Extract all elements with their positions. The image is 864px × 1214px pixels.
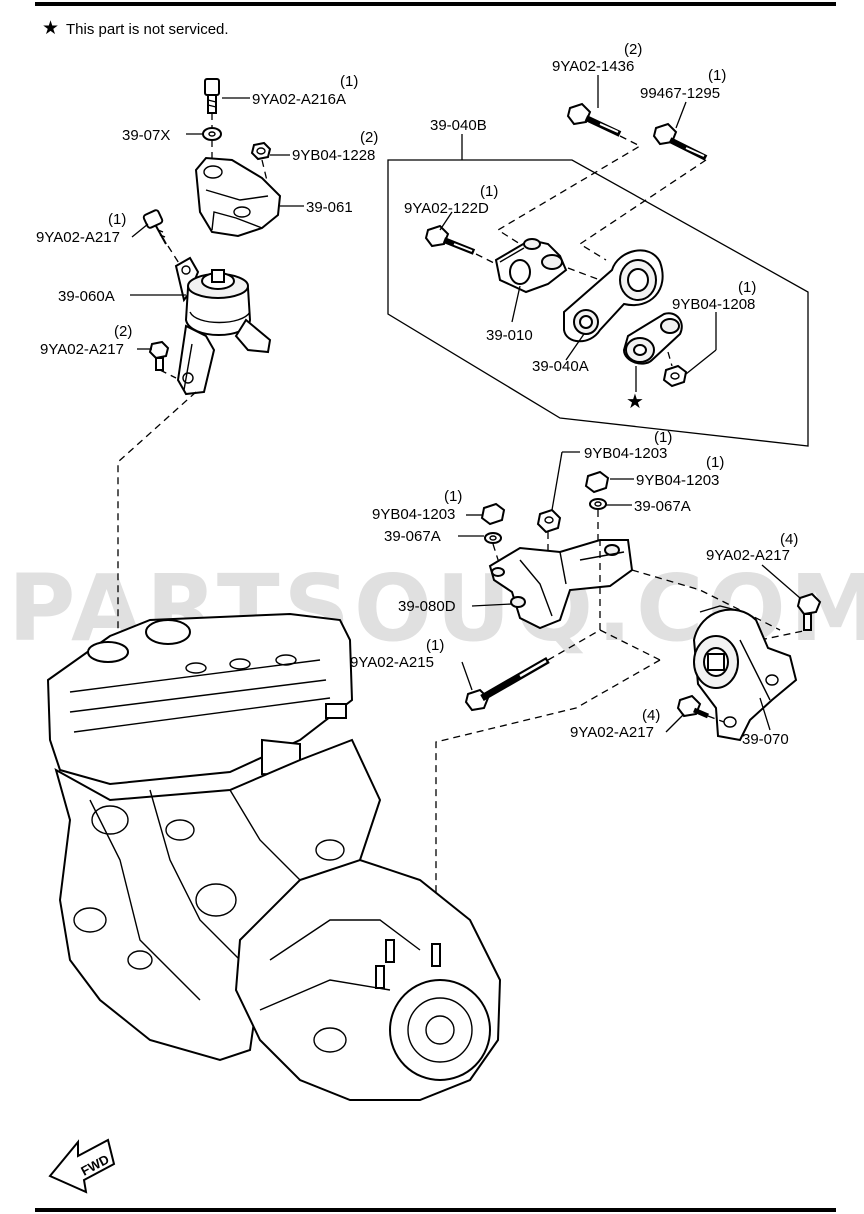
- callout-qty: (1): [340, 73, 358, 90]
- callout-part-code: 39-07X: [122, 127, 170, 144]
- engine-block-illustration: [46, 612, 502, 1101]
- leader-lines: [130, 75, 801, 733]
- callout-qty: (4): [642, 707, 660, 724]
- center-bracket-assembly: [464, 470, 781, 712]
- callout-qty: (1): [444, 488, 462, 505]
- callout-qty: (1): [480, 183, 498, 200]
- callout-part-code: 9YA02-A215: [350, 654, 434, 671]
- bolt-99467-1295: [652, 122, 708, 161]
- callout-qty: (1): [738, 279, 756, 296]
- callout-qty: (2): [114, 323, 132, 340]
- bolt-9ya02-a217-right-lower: [676, 694, 709, 719]
- callout-part-code: 9YA02-A217: [36, 229, 120, 246]
- note-text: This part is not serviced.: [66, 21, 229, 38]
- callout-part-code: 39-070: [742, 731, 789, 748]
- torque-rod-group-outline: [387, 159, 809, 447]
- callout-part-code: 39-080D: [398, 598, 456, 615]
- callout-part-code: 9YA02-A216A: [252, 91, 346, 108]
- callout-part-code: 9YA02-A217: [570, 724, 654, 741]
- callout-qty: (1): [654, 429, 672, 446]
- right-mount-assembly: [435, 592, 822, 960]
- callout-qty: (4): [780, 531, 798, 548]
- nut-9yb04-1228: [250, 141, 272, 161]
- torque-rod-group-39-040b: ★: [387, 102, 809, 447]
- callout-part-code: 39-061: [306, 199, 353, 216]
- callout-part-code: 39-060A: [58, 288, 115, 305]
- bushing-not-serviced: [622, 312, 683, 365]
- note-star-icon: ★: [42, 18, 59, 39]
- callout-part-code: 9YA02-122D: [404, 200, 489, 217]
- mount-39-060a: [174, 256, 272, 396]
- bolt-9ya02-a217-left-lower: [148, 340, 170, 371]
- nut-9yb04-1203-right: [584, 470, 610, 494]
- bolt-9ya02-a217-left-upper: [142, 209, 167, 245]
- callout-labels: (1) 9YA02-A216A 39-07X (2) 9YB04-1228 39…: [36, 41, 798, 748]
- callout-part-code: 9YA02-A217: [40, 341, 124, 358]
- washer-39-067a-right: [589, 498, 607, 510]
- callout-qty: (2): [624, 41, 642, 58]
- fwd-arrow-icon: FWD: [48, 1138, 116, 1194]
- bolt-9ya02-a215: [464, 656, 550, 712]
- callout-part-code: 39-040A: [532, 358, 589, 375]
- callout-part-code: 9YB04-1208: [672, 296, 755, 313]
- callout-qty: (1): [108, 211, 126, 228]
- callout-part-code: 39-010: [486, 327, 533, 344]
- bolt-9ya02-122d: [424, 224, 476, 255]
- bolt-9ya02-a216a: [204, 78, 220, 114]
- nut-9yb04-1203-left: [480, 502, 506, 526]
- callout-part-code: 39-040B: [430, 117, 487, 134]
- callout-qty: (1): [708, 67, 726, 84]
- washer-39-07x: [202, 127, 222, 141]
- bolt-9ya02-1436: [566, 102, 622, 137]
- nut-9yb04-1203-center: [536, 508, 562, 534]
- nut-9yb04-1208: [662, 364, 688, 388]
- washer-39-067a-left: [484, 532, 502, 544]
- callout-part-code: 9YB04-1203: [584, 445, 667, 462]
- bracket-39-061: [194, 156, 282, 238]
- callout-part-code: 9YB04-1203: [636, 472, 719, 489]
- callout-part-code: 9YA02-1436: [552, 58, 634, 75]
- callout-qty: (1): [706, 454, 724, 471]
- bracket-39-080d: [488, 539, 634, 630]
- left-mount-assembly: [117, 78, 282, 630]
- mount-39-070: [692, 605, 798, 742]
- callout-part-code: 39-067A: [634, 498, 691, 515]
- callout-part-code: 9YB04-1203: [372, 506, 455, 523]
- not-serviced-star-icon: ★: [626, 391, 644, 413]
- callout-part-code: 9YA02-A217: [706, 547, 790, 564]
- callout-qty: (2): [360, 129, 378, 146]
- bracket-39-010: [494, 238, 568, 294]
- callout-part-code: 99467-1295: [640, 85, 720, 102]
- callout-part-code: 9YB04-1228: [292, 147, 375, 164]
- callout-qty: (1): [426, 637, 444, 654]
- callout-part-code: 39-067A: [384, 528, 441, 545]
